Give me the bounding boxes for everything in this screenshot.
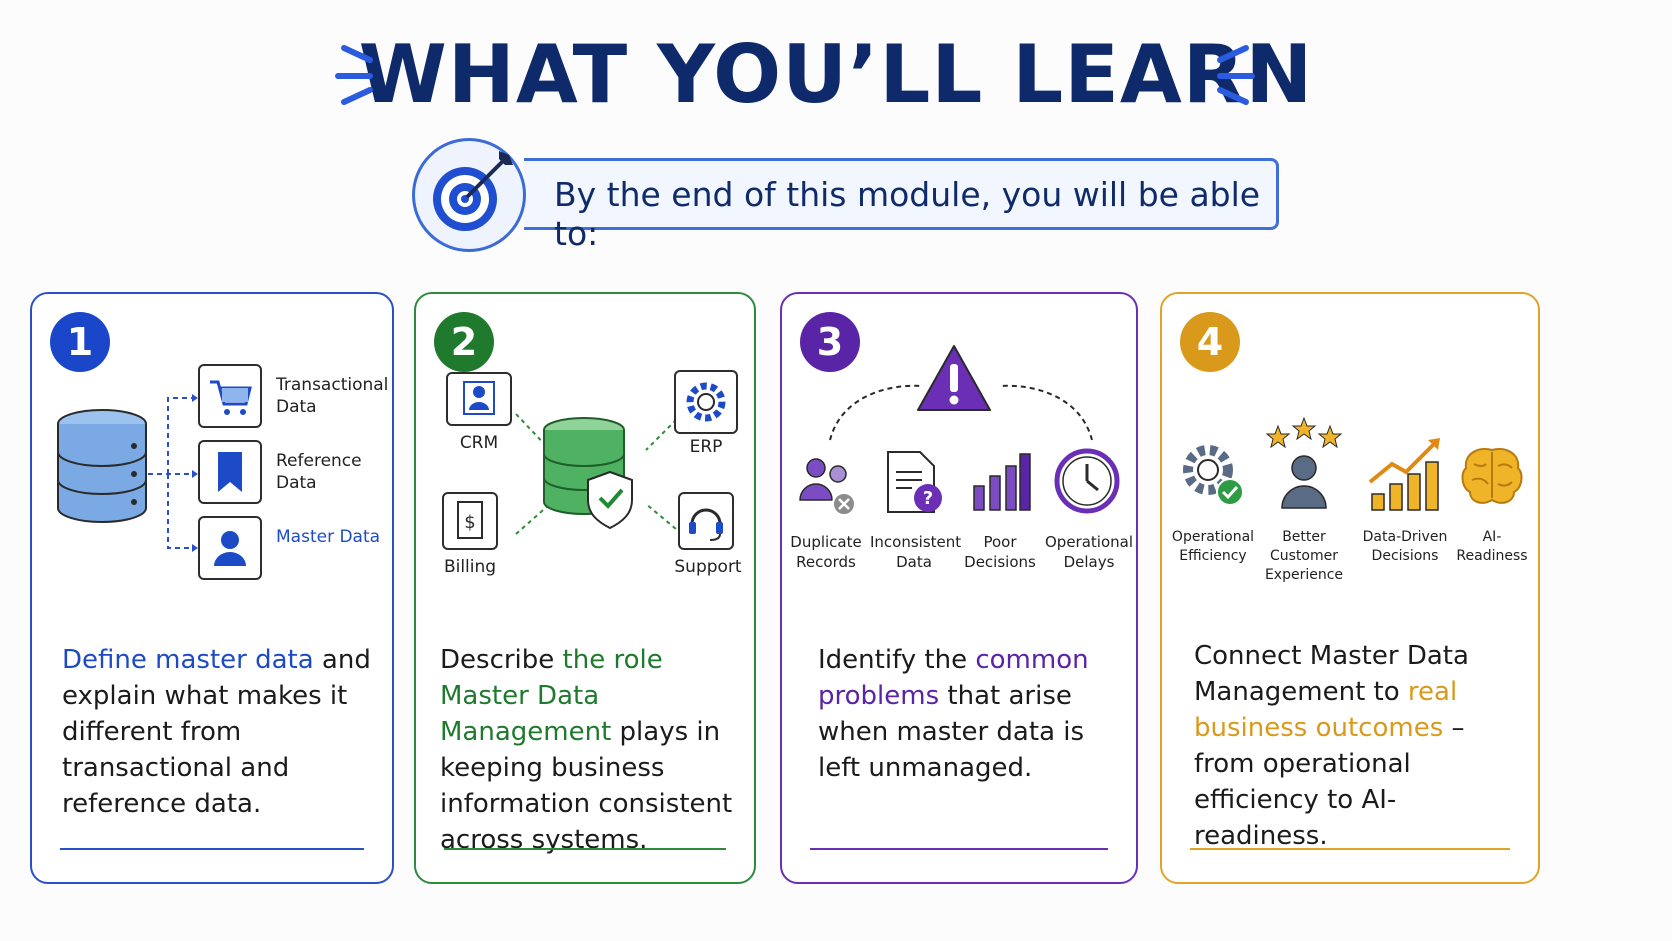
crm-user-icon xyxy=(446,372,512,426)
card-highlight: Define master data xyxy=(62,645,314,675)
label-master-data: Master Data xyxy=(276,527,381,547)
database-icon xyxy=(57,409,147,523)
card-body: plays in keeping business information co… xyxy=(440,717,733,855)
growth-chart-icon xyxy=(1368,438,1440,511)
bar-chart-icon xyxy=(973,453,1031,511)
card-body: – from operational efficiency to AI-read… xyxy=(1194,713,1465,851)
target-icon-container xyxy=(412,138,526,252)
card-number-badge: 2 xyxy=(434,312,494,372)
star-user-icon xyxy=(1265,416,1343,509)
learning-card-3: 3 Duplicate Records ? Inconsistent Data … xyxy=(780,292,1138,884)
card-divider xyxy=(60,848,364,850)
card-divider xyxy=(810,848,1108,850)
learning-card-2: 2 CRM ERP $ Billing Support Describe the… xyxy=(414,292,756,884)
label-operational-efficiency: Operational Efficiency xyxy=(1171,529,1255,564)
card-body-prefix: Connect Master Data Management to xyxy=(1194,641,1469,707)
label-data-driven-decisions: Data-Driven Decisions xyxy=(1362,529,1448,564)
billing-icon: $ xyxy=(442,492,498,550)
target-icon xyxy=(433,151,513,231)
label-billing: Billing xyxy=(443,557,497,577)
label-transactional-data: Transactional Data xyxy=(276,375,389,417)
gear-icon xyxy=(674,370,738,434)
label-operational-delays: Operational Delays xyxy=(1044,533,1133,571)
subtitle-box: By the end of this module, you will be a… xyxy=(524,158,1279,253)
card-description: Identify the common problems that arise … xyxy=(818,642,1108,786)
warning-icon xyxy=(917,345,991,411)
headset-icon xyxy=(678,492,734,550)
database-shield-icon xyxy=(543,417,633,530)
bookmark-icon xyxy=(198,440,262,504)
card-number-badge: 4 xyxy=(1180,312,1240,372)
svg-text:?: ? xyxy=(923,488,933,509)
card-description: Describe the role Master Data Management… xyxy=(440,642,740,858)
card-highlight: the role Master Data Management xyxy=(440,645,663,747)
card-body-prefix: Identify the xyxy=(818,645,976,675)
spark-right-icon xyxy=(1217,45,1255,105)
connector-arrows xyxy=(148,394,198,552)
user-icon xyxy=(198,516,262,580)
label-crm: CRM xyxy=(459,433,499,453)
card-description: Define master data and explain what make… xyxy=(62,642,392,822)
card-highlight: common problems xyxy=(818,645,1089,711)
card-body: that arise when master data is left unma… xyxy=(818,681,1085,783)
document-question-icon: ? xyxy=(887,451,942,513)
learning-card-1: 1 Transactional Data Reference Data Mast… xyxy=(30,292,394,884)
label-ai-readiness: AI-Readiness xyxy=(1456,529,1528,564)
subtitle-text: By the end of this module, you will be a… xyxy=(554,175,1261,253)
svg-text:$: $ xyxy=(464,512,475,533)
card-number-badge: 3 xyxy=(800,312,860,372)
card-body: and explain what makes it different from… xyxy=(62,645,371,819)
shopping-cart-icon xyxy=(198,364,262,428)
card-number-badge: 1 xyxy=(50,312,110,372)
card-description: Connect Master Data Management to real b… xyxy=(1194,638,1514,854)
label-poor-decisions: Poor Decisions xyxy=(964,533,1036,571)
label-reference-data: Reference Data xyxy=(276,451,362,493)
brain-icon xyxy=(1461,448,1523,504)
label-better-customer-experience: Better Customer Experience xyxy=(1264,529,1344,583)
page-title: WHAT YOU’LL LEARN xyxy=(358,28,1314,121)
card-divider xyxy=(444,848,726,850)
label-duplicate-records: Duplicate Records xyxy=(790,533,862,571)
card-body-prefix: Describe xyxy=(440,645,563,675)
spark-left-icon xyxy=(335,45,373,105)
subtitle-banner: By the end of this module, you will be a… xyxy=(412,138,1282,258)
gear-check-icon xyxy=(1183,445,1244,506)
card-divider xyxy=(1190,848,1510,850)
card-highlight: real business outcomes xyxy=(1194,677,1458,743)
learning-card-4: 4 Operational Efficiency Better Customer… xyxy=(1160,292,1540,884)
label-support: Support xyxy=(674,557,742,577)
label-inconsistent-data: Inconsistent Data xyxy=(870,533,962,571)
label-erp: ERP xyxy=(689,437,723,457)
clock-icon xyxy=(1054,448,1120,514)
duplicate-users-icon xyxy=(799,458,856,516)
